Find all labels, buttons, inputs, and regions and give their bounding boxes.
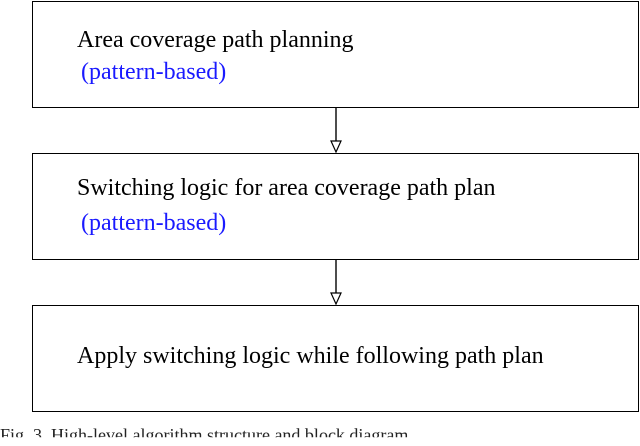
arrow-down-1 bbox=[330, 108, 342, 153]
step-title: Area coverage path planning bbox=[77, 27, 354, 53]
step-title: Apply switching logic while following pa… bbox=[77, 343, 544, 369]
step-subtitle: (pattern-based) bbox=[81, 210, 227, 236]
step-subtitle: (pattern-based) bbox=[81, 59, 227, 85]
arrow-down-2 bbox=[330, 260, 342, 305]
step-box-apply-switching-logic: Apply switching logic while following pa… bbox=[32, 305, 639, 412]
step-box-area-coverage-planning: Area coverage path planning (pattern-bas… bbox=[32, 1, 639, 108]
step-box-switching-logic: Switching logic for area coverage path p… bbox=[32, 153, 639, 260]
step-title: Switching logic for area coverage path p… bbox=[77, 175, 496, 201]
figure-caption: Fig. 3. High-level algorithm structure a… bbox=[0, 425, 413, 445]
